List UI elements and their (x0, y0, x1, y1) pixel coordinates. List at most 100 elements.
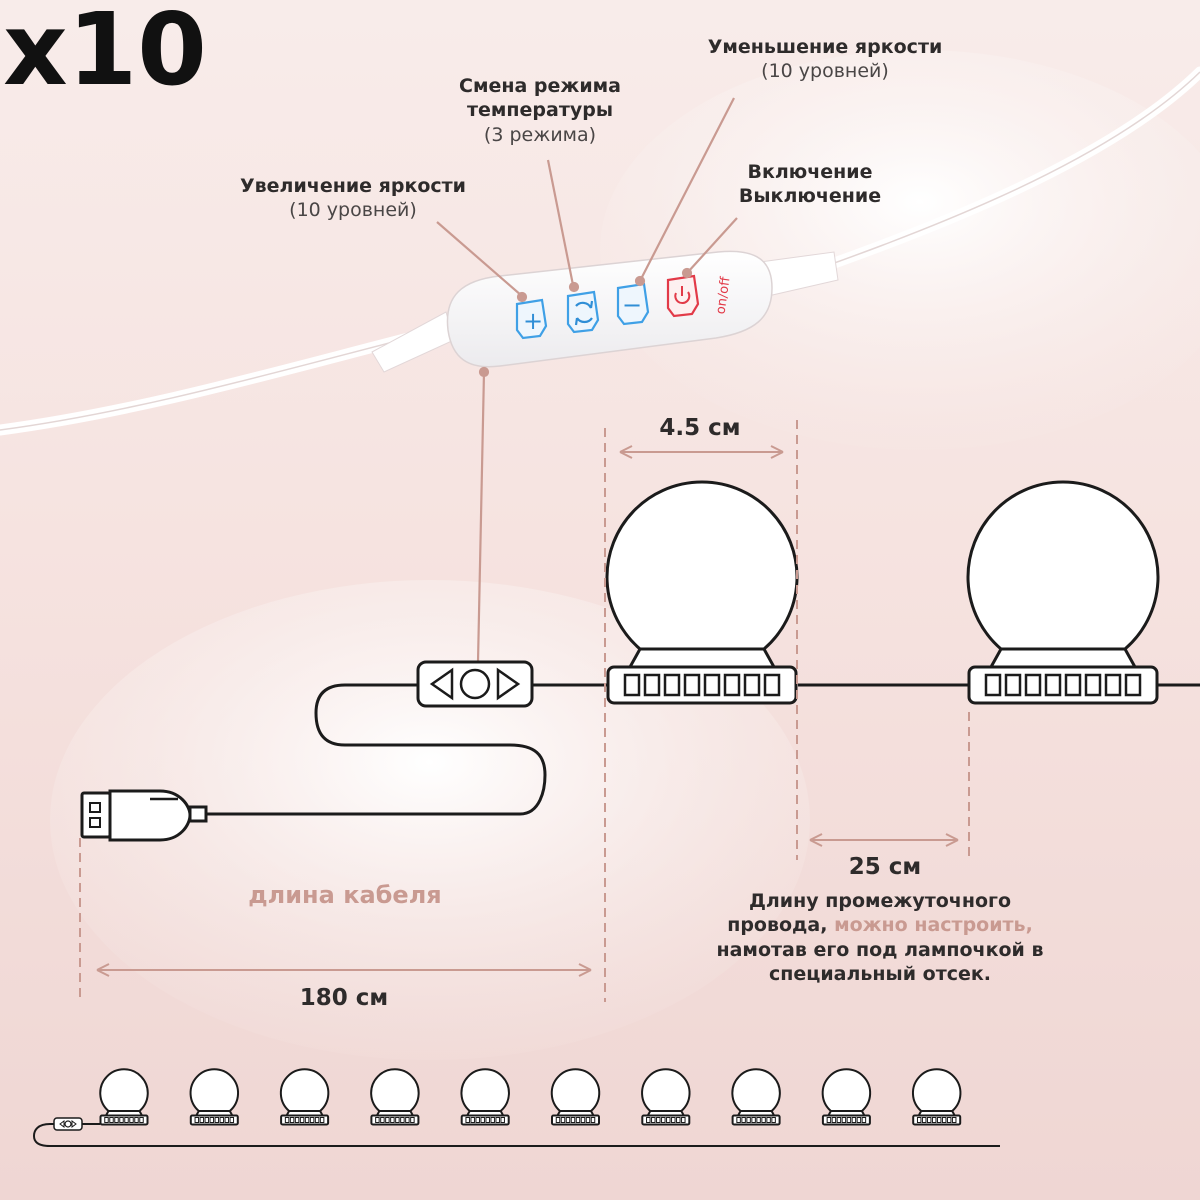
leader-brightness-up (436, 221, 523, 297)
callout-title-line1: Смена режима (459, 75, 621, 97)
socket-rib (951, 1117, 957, 1123)
bottom-row (32, 1117, 1000, 1147)
mini-bulb (279, 1068, 330, 1126)
bulb-socket (731, 1114, 781, 1126)
left-arrow-icon (429, 667, 454, 701)
callout-power: Включение Выключение (700, 160, 920, 209)
socket-rib (941, 1117, 947, 1123)
socket-rib (683, 673, 701, 697)
bulb-collar (627, 647, 777, 669)
background-glow (600, 50, 1200, 450)
white-cable-left (0, 324, 446, 436)
mini-controller-icon (53, 1117, 83, 1131)
socket-rib (846, 1117, 852, 1123)
mini-bulb (99, 1068, 149, 1126)
note-highlight: можно настроить, (834, 914, 1033, 937)
bulb-collar (988, 647, 1138, 669)
socket-rib (643, 673, 661, 697)
socket-rib (861, 1117, 867, 1123)
mini-bulb (911, 1068, 962, 1126)
socket-rib (309, 1117, 315, 1123)
socket-rib (646, 1117, 651, 1123)
socket-rib (656, 1117, 661, 1123)
usb-connector-icon (80, 791, 112, 839)
bulb-socket (189, 1114, 239, 1126)
socket-rib (139, 1117, 144, 1123)
bulb-globe (99, 1068, 149, 1112)
bulb-globe (966, 480, 1160, 651)
socket-rib (570, 1117, 576, 1123)
callout-title-line2: Выключение (738, 185, 882, 208)
adjustable-wire-note: Длину промежуточного провода, можно наст… (700, 889, 1060, 986)
socket-rib (1024, 673, 1042, 697)
power-icon (674, 291, 691, 305)
bulb-socket (606, 665, 798, 705)
socket-rib (134, 1117, 139, 1123)
callout-detail: (10 уровней) (289, 199, 417, 222)
bulb-globe (641, 1068, 691, 1112)
leader-controller-to-drawing (476, 371, 486, 663)
bulb-2 (966, 480, 1160, 705)
socket-rib (1044, 673, 1062, 697)
bulb-socket (460, 1114, 510, 1126)
socket-rib (585, 1117, 591, 1123)
socket-rib (500, 1117, 505, 1123)
socket-rib (119, 1117, 124, 1123)
socket-rib (114, 1117, 119, 1123)
right-arrow-icon (496, 667, 521, 701)
leader-temp-mode (546, 159, 575, 286)
socket-rib (485, 1117, 490, 1123)
socket-rib (204, 1117, 210, 1123)
mini-bulb (370, 1068, 420, 1126)
socket-rib (666, 1117, 671, 1123)
leader-dot (634, 275, 646, 287)
note-part2: намотав его под лампочкой в специальный … (716, 938, 1044, 985)
socket-rib (851, 1117, 857, 1123)
center-circle-icon (459, 668, 491, 700)
bulb-socket (641, 1114, 691, 1126)
socket-rib (671, 1117, 676, 1123)
socket-rib (1104, 673, 1122, 697)
socket-rib (746, 1117, 751, 1123)
temp-mode-button (566, 290, 600, 334)
socket-rib (124, 1117, 129, 1123)
socket-rib (284, 1117, 290, 1123)
bulb-globe (460, 1068, 510, 1112)
socket-rib (470, 1117, 475, 1123)
note-part1: Длину промежуточного провода, (727, 890, 1012, 937)
cycle-icon (574, 300, 594, 326)
onoff-label: on/off (713, 275, 733, 315)
socket-rib (199, 1117, 205, 1123)
socket-rib (289, 1117, 295, 1123)
callout-detail: (3 режима) (483, 123, 597, 146)
callout-detail: (10 уровней) (761, 60, 889, 83)
brightness-down-button: − (616, 282, 650, 326)
socket-rib (723, 673, 741, 697)
socket-rib (209, 1117, 215, 1123)
socket-rib (916, 1117, 922, 1123)
bulb-globe (605, 480, 799, 651)
bulb-diameter-label: 4.5 см (659, 415, 741, 441)
bulb-globe (370, 1068, 420, 1112)
socket-rib (129, 1117, 134, 1123)
cable-wire (206, 683, 547, 816)
socket-rib (931, 1117, 937, 1123)
socket-rib (856, 1117, 862, 1123)
mini-bulb (641, 1068, 691, 1126)
socket-rib (565, 1117, 571, 1123)
socket-rib (229, 1117, 235, 1123)
bulb-count: x10 (3, 0, 207, 108)
socket-rib (771, 1117, 776, 1123)
socket-rib (841, 1117, 847, 1123)
power-button (666, 274, 700, 318)
callout-brightness-up: Увеличение яркости (10 уровней) (208, 174, 498, 223)
socket-rib (319, 1117, 325, 1123)
socket-rib (475, 1117, 480, 1123)
socket-rib (751, 1117, 756, 1123)
leader-power (687, 217, 738, 273)
socket-rib (661, 1117, 666, 1123)
socket-rib (761, 1117, 766, 1123)
leader-dot (681, 267, 693, 279)
